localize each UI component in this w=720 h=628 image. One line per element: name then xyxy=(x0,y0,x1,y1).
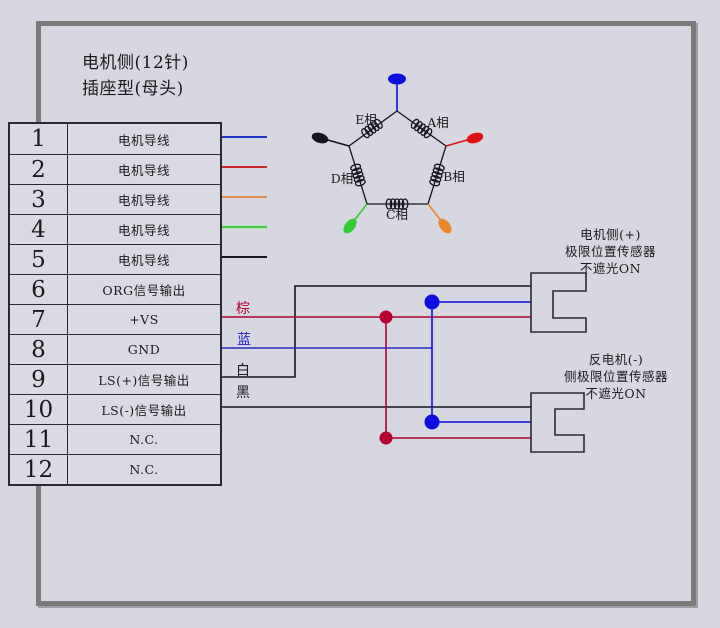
pin-number: 11 xyxy=(10,425,68,454)
pin-number: 4 xyxy=(10,215,68,244)
pin-label: +VS xyxy=(129,312,159,327)
motor-lead-stubs xyxy=(222,136,267,258)
pin-label: N.C. xyxy=(129,432,159,447)
table-row: 2 电机导线 xyxy=(10,154,220,184)
lead-left-black xyxy=(325,138,350,147)
lead-terminal-blue-icon xyxy=(388,73,406,85)
top-sensor-caption-line1: 电机侧(+) xyxy=(580,227,641,242)
title-line-2: 插座型(母头) xyxy=(82,79,184,99)
junction-dot-red-top xyxy=(379,310,393,324)
limit-sensors xyxy=(530,272,587,453)
junction-dot-blue-top xyxy=(424,294,440,310)
coil-c-icon xyxy=(385,198,409,210)
bottom-sensor-caption-line1: 反电机(-) xyxy=(588,352,644,367)
wire-color-label-white: 白 xyxy=(236,363,251,379)
pentagon-outline xyxy=(348,110,447,205)
pin-number: 2 xyxy=(10,155,68,184)
table-row: 10 LS(-)信号输出 xyxy=(10,394,220,424)
lead-terminal-green-icon xyxy=(343,218,357,234)
top-sensor-caption-line2: 极限位置传感器 xyxy=(564,244,656,259)
pin-label: ORG信号输出 xyxy=(102,283,186,298)
pin-label: 电机导线 xyxy=(117,253,170,268)
pin-label: GND xyxy=(127,342,161,357)
phase-label-e: E相 xyxy=(355,112,377,127)
pin-number: 5 xyxy=(10,245,68,274)
wire-ls-plus-white xyxy=(222,285,531,378)
coil-b-icon xyxy=(429,163,445,187)
coil-d-icon xyxy=(350,163,366,187)
title-line-1: 电机侧(12针) xyxy=(82,53,189,73)
pin-number: 7 xyxy=(10,305,68,334)
table-row: 7 +VS xyxy=(10,304,220,334)
coil-e-icon xyxy=(361,118,383,139)
wire-color-label-blue: 蓝 xyxy=(237,332,252,348)
pin-label: LS(-)信号输出 xyxy=(101,403,187,418)
pin-number: 3 xyxy=(10,185,68,214)
top-sensor-caption: 电机侧(+) 极限位置传感器 不遮光ON xyxy=(528,226,693,277)
lead-right-red xyxy=(445,138,470,147)
table-row: 3 电机导线 xyxy=(10,184,220,214)
phase-label-d: D相 xyxy=(331,171,354,186)
junction-dots xyxy=(379,294,440,445)
table-row: 9 LS(+)信号输出 xyxy=(10,364,220,394)
pin-number: 1 xyxy=(10,124,68,154)
table-row: 12 N.C. xyxy=(10,454,220,484)
pin-number: 6 xyxy=(10,275,68,304)
lead-terminal-black-icon xyxy=(311,132,329,144)
phase-label-b: B相 xyxy=(443,169,465,184)
table-row: 4 电机导线 xyxy=(10,214,220,244)
junction-dot-red-bottom xyxy=(379,431,393,445)
table-row: 6 ORG信号输出 xyxy=(10,274,220,304)
pin-label: 电机导线 xyxy=(117,132,170,148)
pin-label: N.C. xyxy=(129,462,159,477)
phase-coils xyxy=(350,118,445,210)
table-row: 8 GND xyxy=(10,334,220,364)
pin-label: LS(+)信号输出 xyxy=(98,373,190,388)
bottom-sensor-caption: 反电机(-) 侧极限位置传感器 不遮光ON xyxy=(532,351,700,402)
phase-label-a: A相 xyxy=(426,115,449,130)
bottom-limit-sensor-shape xyxy=(530,392,585,453)
junction-dot-blue-bottom xyxy=(424,414,440,430)
table-row: 11 N.C. xyxy=(10,424,220,454)
wire-color-label-brown: 棕 xyxy=(236,301,251,317)
pin-label: 电机导线 xyxy=(117,163,170,178)
coil-a-icon xyxy=(410,118,433,139)
table-row: 1 电机导线 xyxy=(10,124,220,154)
pin-label: 电机导线 xyxy=(117,223,170,238)
bottom-sensor-caption-line2: 侧极限位置传感器 xyxy=(563,369,668,384)
pin-number: 12 xyxy=(10,455,68,484)
table-row: 5 电机导线 xyxy=(10,244,220,274)
pentagon-winding: E相 A相 D相 B相 C相 xyxy=(311,73,484,234)
lead-terminal-red-icon xyxy=(466,132,484,144)
bottom-sensor-caption-line3: 不遮光ON xyxy=(585,386,647,401)
lead-terminal-orange-icon xyxy=(438,218,452,234)
lead-lower-right-orange xyxy=(427,203,443,223)
lead-lower-left-green xyxy=(352,203,368,223)
pin-number: 10 xyxy=(10,395,68,424)
phase-leads xyxy=(311,73,484,234)
pin-number: 8 xyxy=(10,335,68,364)
phase-label-c: C相 xyxy=(386,207,408,222)
phase-labels: E相 A相 D相 B相 C相 xyxy=(331,112,465,222)
wire-color-label-black: 黑 xyxy=(236,385,251,401)
top-sensor-caption-line3: 不遮光ON xyxy=(579,261,642,276)
pin-table: 1 电机导线 2 电机导线 3 电机导线 4 电机导线 5 电机导线 6 ORG… xyxy=(8,122,222,486)
top-limit-sensor-shape xyxy=(530,272,587,333)
signal-wires xyxy=(222,285,531,439)
diagram-title: 电机侧(12针) 插座型(母头) xyxy=(82,50,189,102)
pin-label: 电机导线 xyxy=(117,193,170,208)
pin-number: 9 xyxy=(10,365,68,394)
